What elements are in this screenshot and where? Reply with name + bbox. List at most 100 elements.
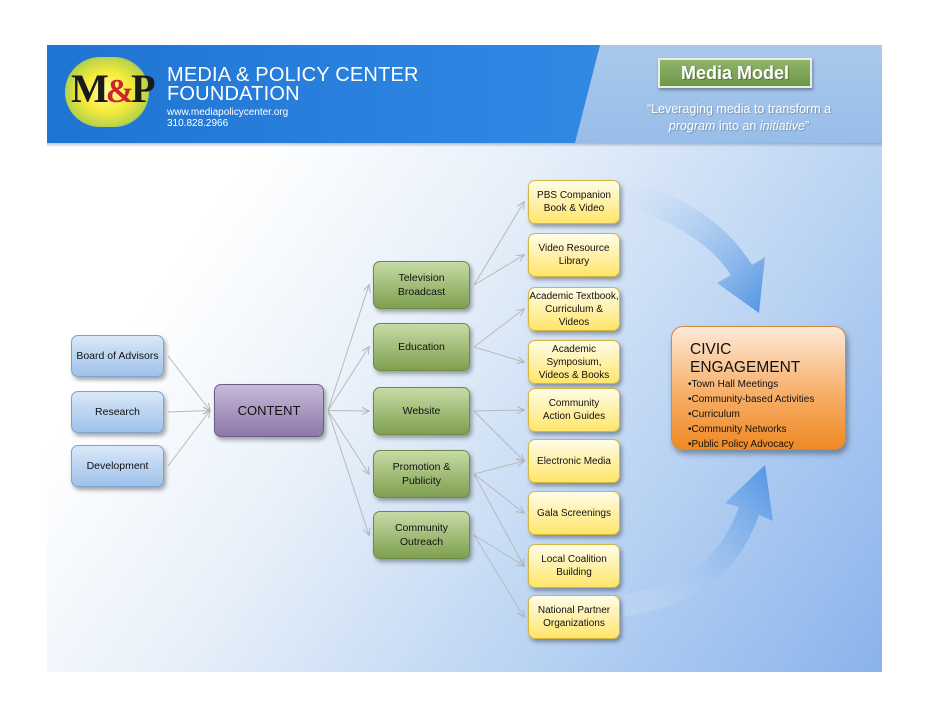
tagline-close: ” bbox=[805, 119, 810, 133]
org-phone: 310.828.2966 bbox=[167, 118, 229, 129]
logo-ampersand: & bbox=[105, 73, 134, 110]
node-label: Board of Advisors bbox=[76, 349, 158, 363]
big-arrow-top bbox=[622, 180, 765, 313]
edges bbox=[167, 202, 524, 617]
node-label-line: Academic Textbook, bbox=[529, 290, 619, 302]
node-label-line: Library bbox=[558, 256, 590, 267]
node-electronic: Electronic Media bbox=[528, 439, 620, 483]
node-promotion: Promotion & Publicity bbox=[373, 450, 470, 498]
logo-glow bbox=[65, 57, 149, 127]
node-label-line: Television bbox=[398, 272, 445, 284]
org-name-line1: MEDIA & POLICY CENTER bbox=[167, 64, 419, 86]
media-model-title: Media Model bbox=[658, 58, 812, 88]
edge-outreach-to-coalition bbox=[473, 534, 524, 566]
edge-education-to-symposium bbox=[473, 346, 524, 362]
node-label-line: CONTENT bbox=[237, 402, 301, 418]
civic-item: •Community Networks bbox=[688, 424, 787, 435]
node-label-line: Video Resource bbox=[538, 243, 610, 254]
tagline-into: into an bbox=[715, 119, 760, 133]
edge-tv-to-library bbox=[473, 255, 524, 286]
node-label-line: Community bbox=[394, 522, 449, 534]
logo: M&P bbox=[71, 66, 156, 114]
node-label: Website bbox=[403, 404, 441, 418]
header-shadow bbox=[47, 143, 882, 147]
edge-content-to-education bbox=[327, 347, 369, 411]
node-content: CONTENT bbox=[214, 384, 324, 437]
node-label-line: Education bbox=[398, 341, 445, 353]
connector-layer bbox=[167, 180, 773, 672]
edge-promotion-to-gala bbox=[473, 473, 524, 513]
node-label-line: Videos & Books bbox=[538, 369, 610, 381]
node-label-line: Local Coalition bbox=[541, 554, 607, 565]
node-label-line: Broadcast bbox=[397, 286, 446, 298]
civic-item: •Curriculum bbox=[688, 409, 740, 420]
node-label-line: Publicity bbox=[401, 475, 442, 487]
node-label: Academic Textbook,Curriculum & Videos bbox=[529, 290, 619, 329]
node-label-line: Organizations bbox=[543, 618, 605, 629]
node-label: Education bbox=[398, 340, 445, 354]
tagline-program: program bbox=[668, 119, 716, 133]
civic-item: •Community-based Activities bbox=[688, 394, 815, 405]
civic-item: •Town Hall Meetings bbox=[688, 379, 779, 390]
node-label: Development bbox=[87, 459, 149, 473]
node-label-line: Electronic Media bbox=[537, 455, 611, 467]
edge-promotion-to-coalition bbox=[473, 473, 524, 566]
node-label: Promotion & Publicity bbox=[393, 460, 451, 488]
edge-content-to-outreach bbox=[327, 410, 369, 536]
org-name-line2: FOUNDATION bbox=[167, 83, 300, 105]
node-label-line: Board of Advisors bbox=[76, 350, 159, 362]
node-label: Electronic Media bbox=[537, 455, 611, 468]
node-label-line: Academic Symposium, bbox=[546, 343, 602, 368]
tagline-initiative: initiative bbox=[759, 119, 806, 133]
node-label-line: Website bbox=[402, 405, 441, 417]
edge-education-to-textbook bbox=[473, 309, 524, 348]
node-label: Research bbox=[95, 405, 140, 419]
big-arrow-bottom bbox=[622, 465, 773, 617]
node-label-line: Research bbox=[95, 406, 140, 418]
node-label-line: Gala Screenings bbox=[537, 507, 611, 519]
edge-promotion-to-electronic bbox=[473, 461, 524, 475]
node-advisors: Board of Advisors bbox=[71, 335, 164, 377]
tagline-line1: “Leveraging media to transform a bbox=[646, 102, 832, 116]
node-label-line: National Partner bbox=[537, 605, 611, 616]
node-label-line: Promotion & bbox=[392, 461, 451, 473]
org-website: www.mediapolicycenter.org bbox=[167, 107, 289, 118]
edge-outreach-to-partners bbox=[473, 534, 524, 617]
edge-research-to-content bbox=[167, 411, 210, 413]
node-label-line: Development bbox=[86, 460, 149, 472]
node-research: Research bbox=[71, 391, 164, 433]
edge-content-to-tv bbox=[327, 285, 369, 411]
node-label-line: PBS Companion bbox=[537, 190, 611, 201]
node-education: Education bbox=[373, 323, 470, 371]
logo-letter-m: M bbox=[71, 66, 109, 111]
node-label-line: Action Guides bbox=[542, 411, 606, 422]
node-label-line: Community bbox=[548, 398, 600, 409]
node-development: Development bbox=[71, 445, 164, 487]
node-label: Academic Symposium,Videos & Books bbox=[529, 343, 619, 382]
node-label: CONTENT bbox=[237, 402, 301, 418]
slide: M&P MEDIA & POLICY CENTER FOUNDATION www… bbox=[47, 45, 882, 672]
civic-engagement-box: CIVIC ENGAGEMENT •Town Hall Meetings •Co… bbox=[671, 326, 846, 450]
edge-advisors-to-content bbox=[167, 355, 210, 411]
node-label-line: Curriculum & Videos bbox=[545, 303, 603, 328]
civic-engagement-title: CIVIC ENGAGEMENT bbox=[690, 341, 801, 376]
node-textbook: Academic Textbook,Curriculum & Videos bbox=[528, 287, 620, 331]
node-gala: Gala Screenings bbox=[528, 491, 620, 535]
node-label: Gala Screenings bbox=[537, 507, 611, 520]
civic-item: •Public Policy Advocacy bbox=[688, 439, 794, 450]
node-label-line: Outreach bbox=[399, 536, 444, 548]
node-website: Website bbox=[373, 387, 470, 435]
